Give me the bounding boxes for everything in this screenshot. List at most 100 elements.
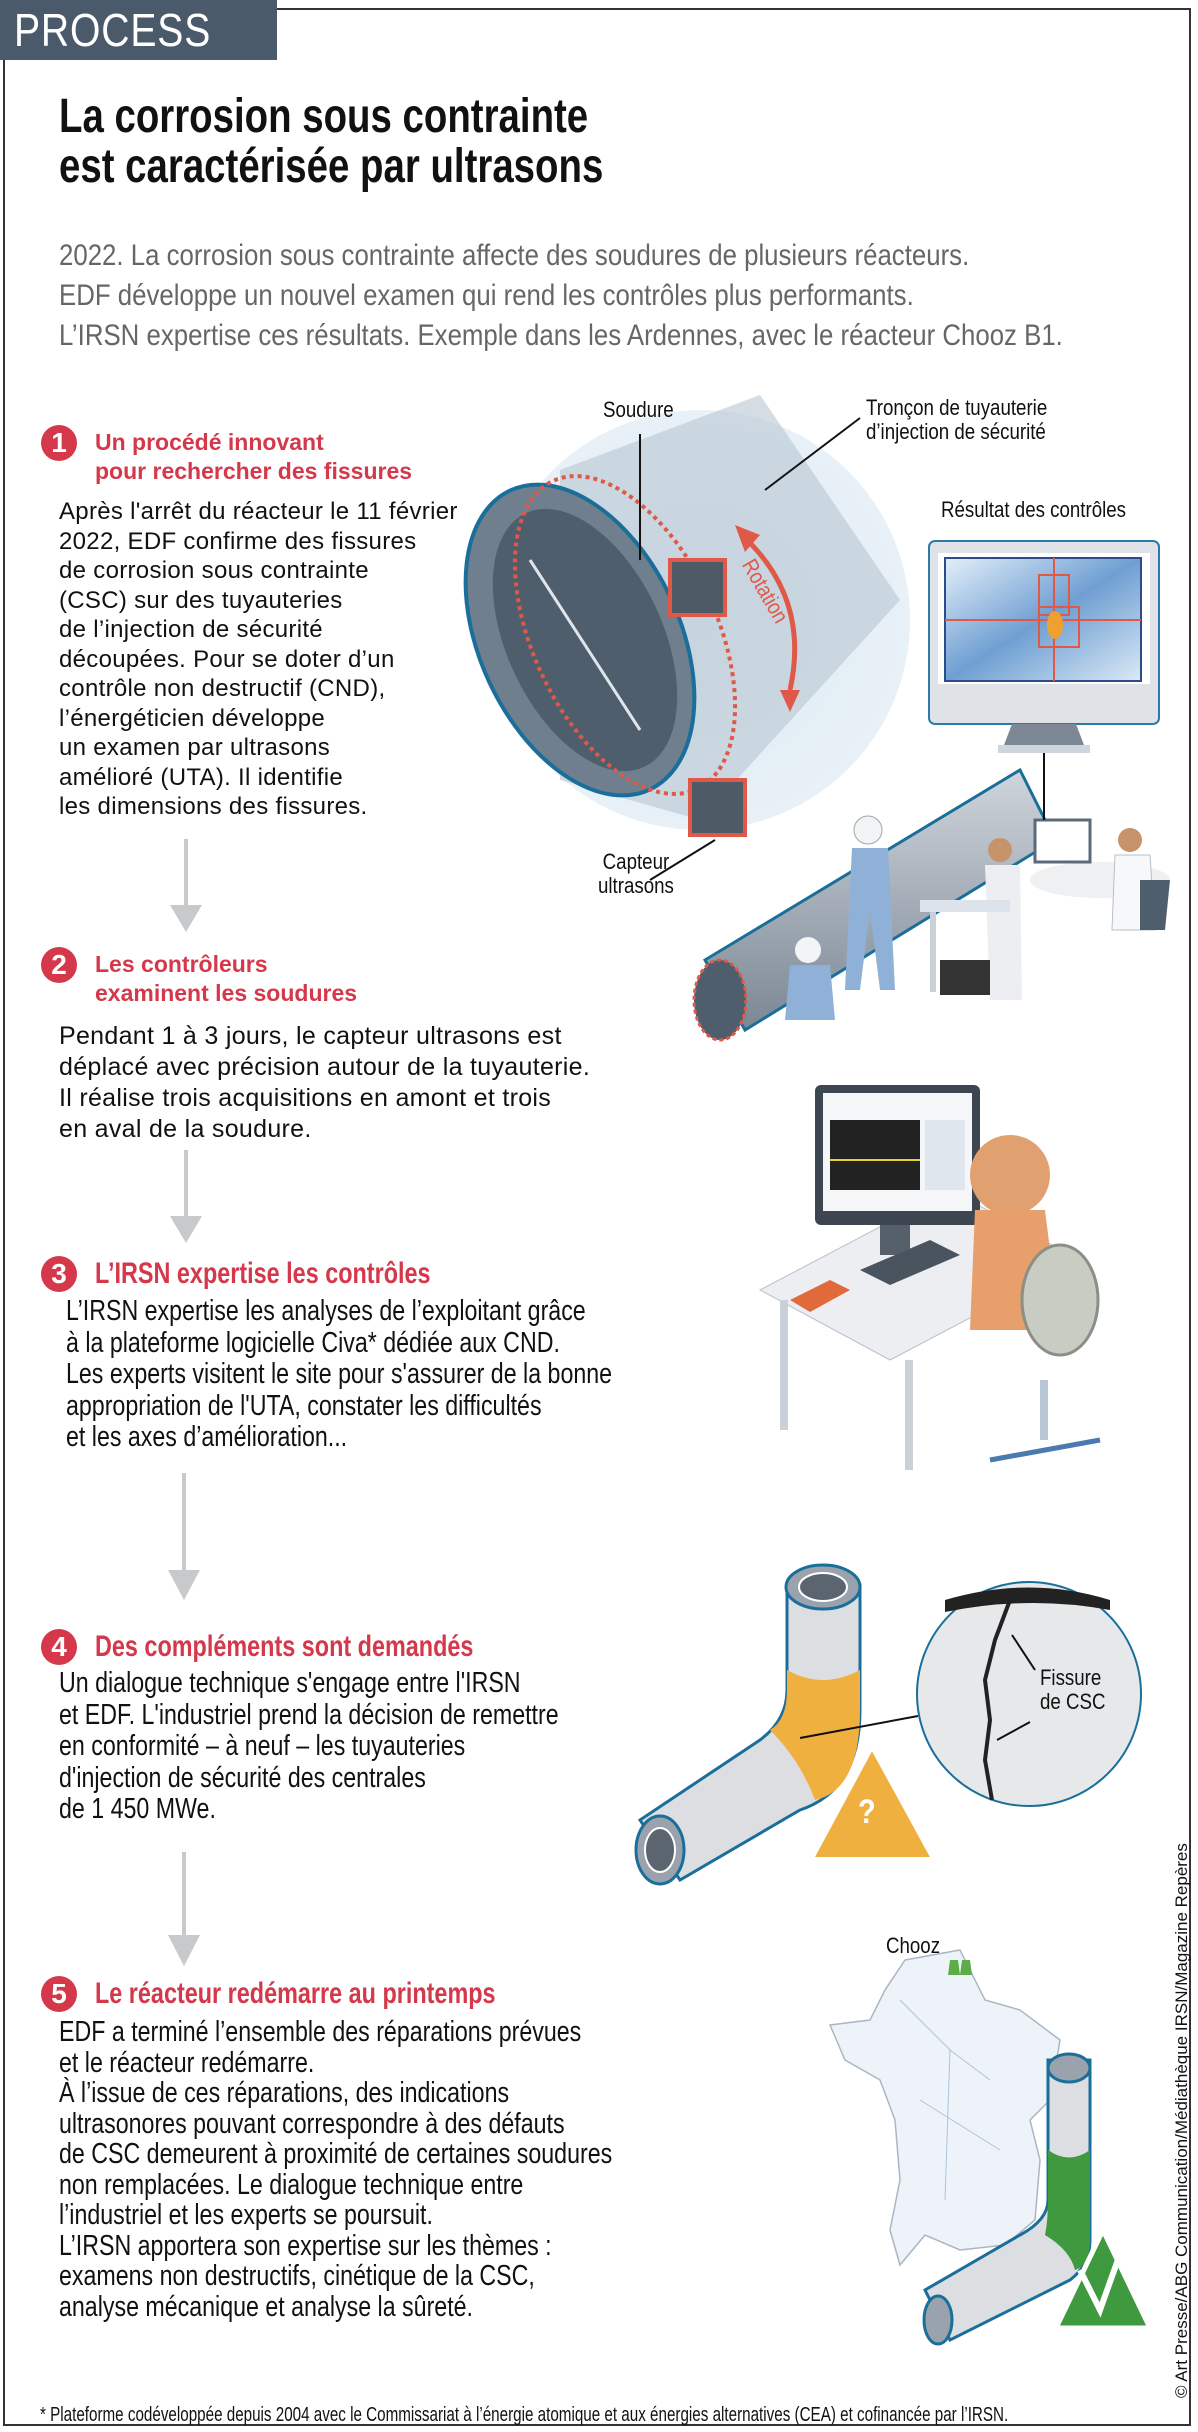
label-troncon: Tronçon de tuyauterie d’injection de séc… <box>866 396 1079 444</box>
body-line: non remplacées. Le dialogue technique en… <box>59 2168 524 2201</box>
section-tag: PROCESS <box>0 0 277 60</box>
label-text: ? <box>858 1793 876 1831</box>
body-line: examens non destructifs, cinétique de la… <box>59 2260 535 2292</box>
result-monitor <box>928 540 1160 753</box>
label-text: Capteur <box>602 849 670 874</box>
body-line: Après l'arrêt du réacteur le 11 février <box>59 498 458 525</box>
step-1-badge: 1 <box>41 425 77 461</box>
label-text: Soudure <box>603 397 674 422</box>
body-line: amélioré (UTA). Il identifie <box>59 763 344 791</box>
title-line: La corrosion sous contrainte <box>59 90 589 143</box>
body-line: et le réacteur redémarre. <box>59 2046 315 2079</box>
body-line: L’IRSN apportera son expertise sur les t… <box>59 2229 552 2262</box>
step-4-badge: 4 <box>41 1629 77 1665</box>
body-line: déplacé avec précision autour de la tuya… <box>59 1053 591 1081</box>
body-line: analyse mécanique et analyse la sûreté. <box>59 2290 473 2323</box>
step-1-heading: Un procédé innovant pour rechercher des … <box>95 428 412 486</box>
france-map <box>828 1949 1061 2267</box>
body-line: À l’issue de ces réparations, des indica… <box>59 2077 510 2109</box>
heading-line: Un procédé innovant <box>95 429 324 455</box>
section-tag-label: PROCESS <box>14 4 212 56</box>
expert-at-computer-illustration <box>758 1085 1101 1470</box>
body-line: l’énergéticien développe <box>59 704 326 732</box>
footnote: * Plateforme codéveloppée depuis 2004 av… <box>40 2404 1198 2427</box>
heading-line: Des compléments sont demandés <box>95 1630 474 1663</box>
flow-arrow-2 <box>170 1150 202 1243</box>
green-elbow-pipe <box>922 2052 1092 2346</box>
label-text: Chooz <box>886 1933 941 1958</box>
step-2-heading: Les contrôleurs examinent les soudures <box>95 950 357 1008</box>
flow-arrow-1 <box>170 839 202 932</box>
body-line: et les axes d’amélioration... <box>66 1421 348 1453</box>
approved-check-icon <box>1053 2227 1153 2331</box>
intro-line: L’IRSN expertise ces résultats. Exemple … <box>59 319 1063 352</box>
body-line: de l’injection de sécurité <box>59 616 323 643</box>
label-text: ultrasons <box>598 873 674 898</box>
heading-line: Les contrôleurs <box>95 951 268 977</box>
step-2-badge: 2 <box>41 947 77 983</box>
body-line: de 1 450 MWe. <box>59 1793 216 1825</box>
step-5-body: EDF a terminé l’ensemble des réparations… <box>59 2017 751 2322</box>
label-text: Résultat des contrôles <box>941 497 1127 522</box>
body-line: appropriation de l'UTA, constater les di… <box>66 1389 542 1422</box>
label-soudure: Soudure <box>603 398 686 422</box>
step-3-heading: L’IRSN expertise les contrôles <box>95 1258 525 1290</box>
page-title: La corrosion sous contrainte est caracté… <box>59 92 739 192</box>
intro-line: EDF développe un nouvel examen qui rend … <box>59 279 914 312</box>
label-text: Fissure <box>1040 1665 1102 1690</box>
body-line: découpées. Pour se doter d’un <box>59 645 395 673</box>
label-text: d’injection de sécurité <box>866 419 1046 444</box>
label-chooz: Chooz <box>886 1934 950 1958</box>
pipe-weld-illustration <box>463 395 1170 1042</box>
heading-line: examinent les soudures <box>95 980 358 1006</box>
label-fissure: Fissure de CSC <box>1040 1666 1117 1714</box>
body-line: l’industriel et les experts se poursuit. <box>59 2199 433 2231</box>
step-4-body: Un dialogue technique s'engage entre l'I… <box>59 1667 684 1826</box>
body-line: de corrosion sous contrainte <box>59 557 369 584</box>
body-line: Pendant 1 à 3 jours, le capteur ultrason… <box>59 1022 562 1050</box>
label-text: Tronçon de tuyauterie <box>866 395 1048 420</box>
flow-arrow-4 <box>168 1852 200 1966</box>
label-capteur: Capteur ultrasons <box>598 850 687 898</box>
step-2-body: Pendant 1 à 3 jours, le capteur ultrason… <box>59 1021 590 1145</box>
body-line: Les experts visitent le site pour s'assu… <box>66 1358 613 1390</box>
body-line: un examen par ultrasons <box>59 734 331 761</box>
reactor-cooling-tower-icon <box>948 1960 972 1975</box>
step-3-badge: 3 <box>41 1256 77 1292</box>
heading-line: Le réacteur redémarre au printemps <box>95 1977 496 2010</box>
body-line: Il réalise trois acquisitions en amont e… <box>59 1084 552 1112</box>
warning-question-mark: ? <box>858 1793 879 1831</box>
body-line: (CSC) sur des tuyauteries <box>59 586 343 614</box>
body-line: d'injection de sécurité des centrales <box>59 1761 426 1794</box>
photo-credit: © Art Presse/ABG Communication/Médiathèq… <box>1172 1843 1191 2398</box>
body-line: en aval de la soudure. <box>59 1115 312 1143</box>
body-line: ultrasonores pouvant correspondre à des … <box>59 2107 565 2140</box>
flow-arrow-3 <box>168 1473 200 1600</box>
heading-line: pour rechercher des fissures <box>95 458 413 484</box>
body-line: à la plateforme logicielle Civa* dédiée … <box>66 1326 560 1359</box>
step-3-body: L’IRSN expertise les analyses de l’explo… <box>66 1295 749 1454</box>
body-line: 2022, EDF confirme des fissures <box>59 527 417 555</box>
step-5-heading: Le réacteur redémarre au printemps <box>95 1978 609 2010</box>
body-line: les dimensions des fissures. <box>59 793 368 820</box>
body-line: contrôle non destructif (CND), <box>59 675 386 702</box>
label-resultat: Résultat des contrôles <box>941 498 1159 522</box>
title-line: est caractérisée par ultrasons <box>59 140 604 193</box>
body-line: Un dialogue technique s'engage entre l'I… <box>59 1667 521 1699</box>
step-5-badge: 5 <box>41 1976 77 2012</box>
body-line: et EDF. L'industriel prend la décision d… <box>59 1698 559 1731</box>
body-line: de CSC demeurent à proximité de certaine… <box>59 2138 613 2170</box>
step-1-body: Après l'arrêt du réacteur le 11 février … <box>59 497 458 822</box>
footnote-text: * Plateforme codéveloppée depuis 2004 av… <box>40 2404 1009 2426</box>
step-4-heading: Des compléments sont demandés <box>95 1631 580 1663</box>
body-line: EDF a terminé l’ensemble des réparations… <box>59 2016 582 2048</box>
warning-question-icon <box>807 1742 938 1863</box>
heading-line: L’IRSN expertise les contrôles <box>95 1257 431 1290</box>
frame-border <box>3 8 1191 2426</box>
body-line: en conformité – à neuf – les tuyauteries <box>59 1730 466 1762</box>
intro-line: 2022. La corrosion sous contrainte affec… <box>59 239 970 272</box>
intro-text: 2022. La corrosion sous contrainte affec… <box>59 236 1198 356</box>
orange-elbow-pipe <box>634 1563 919 1886</box>
